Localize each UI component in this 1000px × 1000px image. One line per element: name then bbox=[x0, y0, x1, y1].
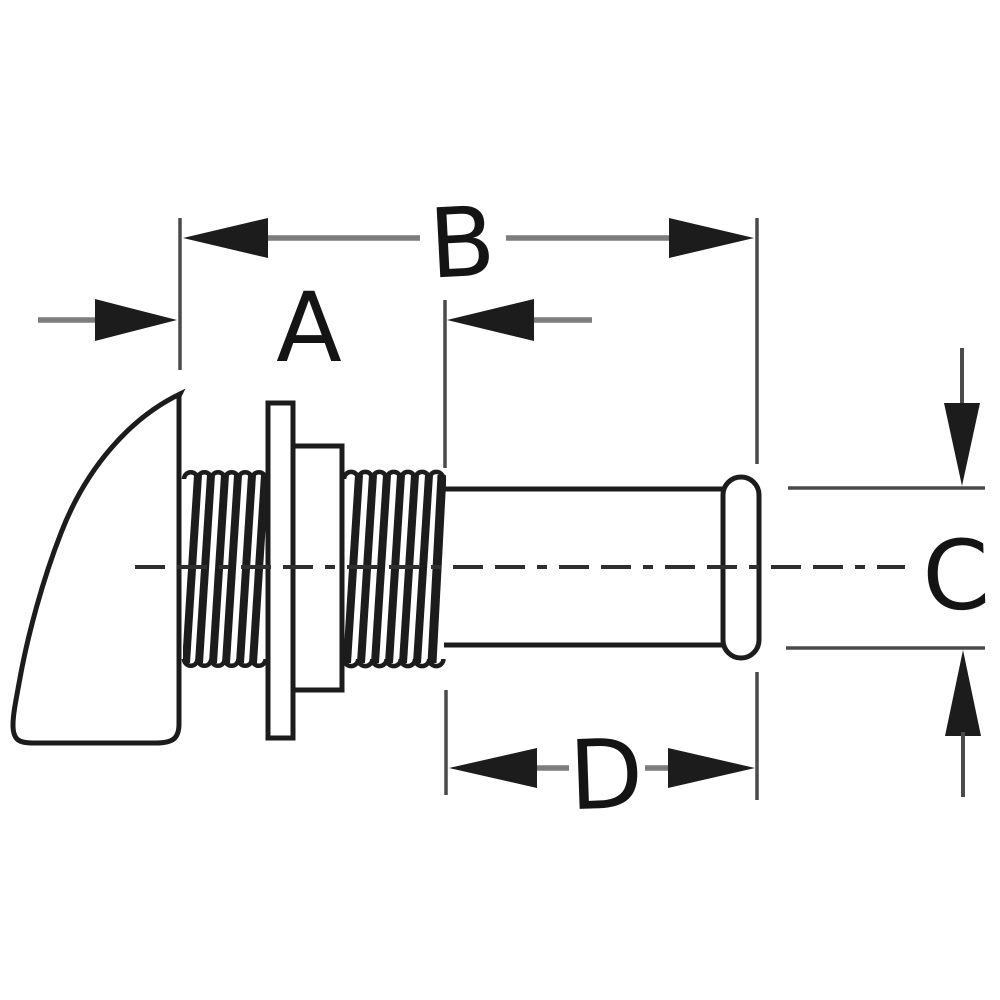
arrowhead-d-left bbox=[449, 748, 537, 788]
dimension-c bbox=[944, 348, 981, 797]
arrowhead-c-top bbox=[944, 403, 980, 486]
arrowhead-d-right bbox=[668, 748, 755, 788]
dim-label-c: C bbox=[921, 519, 992, 633]
fitting-part bbox=[10, 388, 762, 746]
dim-label-d: D bbox=[567, 718, 645, 833]
dimension-a bbox=[38, 299, 592, 341]
arrowhead-b-left bbox=[183, 218, 268, 258]
hose-barb-tube bbox=[444, 486, 732, 648]
arrowhead-c-bottom bbox=[945, 650, 981, 736]
arrowhead-b-right bbox=[669, 218, 754, 258]
extension-lines bbox=[178, 218, 985, 800]
flange-outline bbox=[10, 388, 186, 746]
arrowhead-a-right bbox=[447, 299, 534, 341]
arrowhead-a-left bbox=[95, 299, 177, 341]
dimension-b bbox=[183, 218, 754, 258]
dimension-labels: A B C D bbox=[276, 185, 991, 832]
washer bbox=[265, 400, 296, 741]
dimension-d bbox=[449, 748, 755, 788]
dim-label-a: A bbox=[276, 272, 342, 384]
dim-label-b: B bbox=[426, 185, 498, 300]
